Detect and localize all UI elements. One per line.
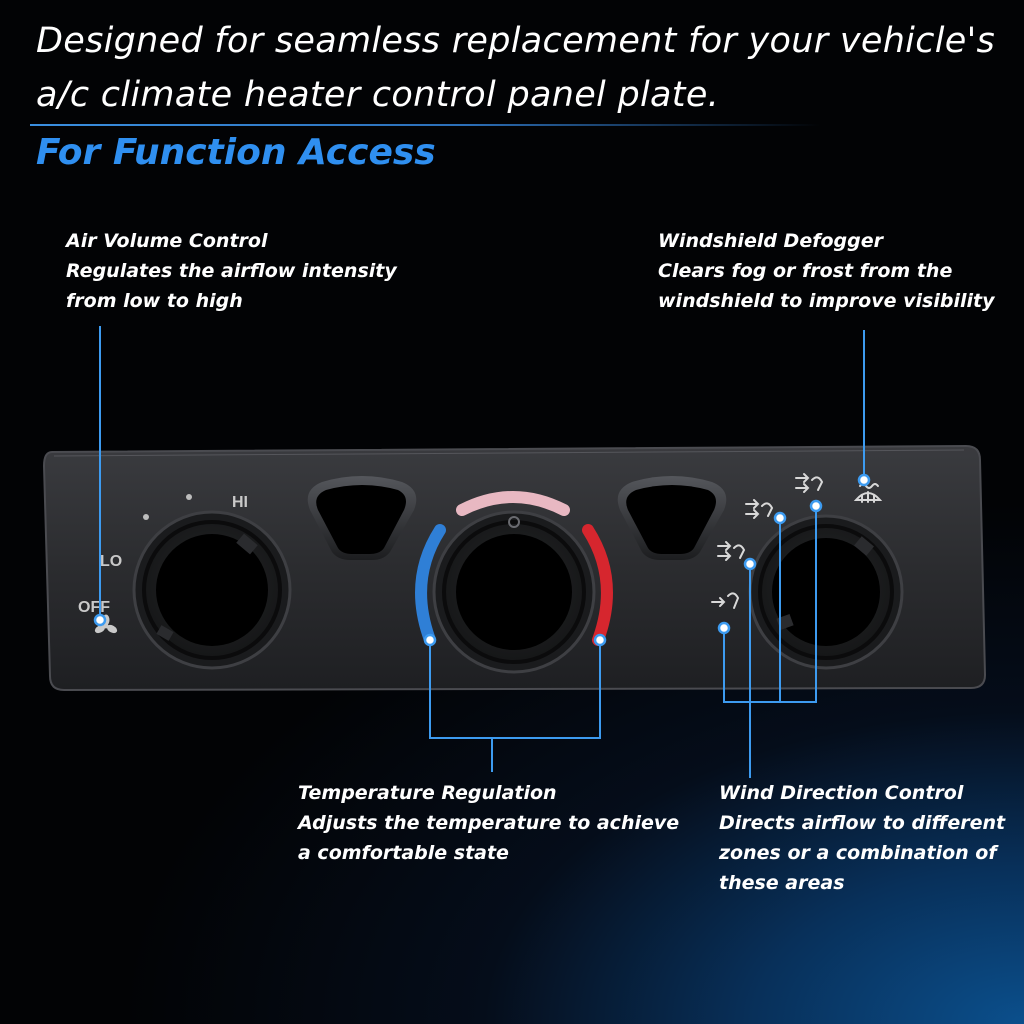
callout-temperature-title: Temperature Regulation: [298, 782, 557, 804]
title-divider: [30, 124, 820, 126]
callout-wind-direction-line-1: Directs airflow to different: [719, 812, 1006, 834]
fan-speed-dot-1: [143, 514, 149, 520]
right-vent-opening: [617, 476, 727, 560]
vent-floor-defrost-icon: [795, 473, 824, 493]
callout-defogger-line-1: Clears fog or frost from the: [658, 260, 953, 282]
temperature-hot-arc: [582, 524, 613, 646]
vent-face-icon: [717, 541, 746, 561]
callout-defogger-line-2: windshield to improve visibility: [658, 290, 995, 312]
callout-air-volume-title: Air Volume Control: [66, 230, 268, 252]
headline-line-2: a/c climate heater control panel plate.: [36, 75, 720, 115]
wind-direction-knob[interactable]: [748, 514, 904, 670]
vent-bi-level-icon: [745, 499, 774, 519]
fan-speed-dot-2: [186, 494, 192, 500]
temperature-knob[interactable]: [432, 510, 596, 674]
callout-wind-direction: Wind Direction Control Directs airflow t…: [719, 778, 1005, 898]
callout-air-volume-line-1: Regulates the airflow intensity: [66, 260, 397, 282]
vent-floor-icon: [711, 592, 740, 609]
callout-temperature-line-2: a comfortable state: [298, 842, 509, 864]
leader-dots: [93, 473, 871, 647]
section-title: For Function Access: [36, 132, 436, 173]
fan-hi-label: HI: [232, 494, 248, 511]
callout-temperature: Temperature Regulation Adjusts the tempe…: [298, 778, 679, 868]
headline: Designed for seamless replacement for yo…: [36, 14, 1006, 122]
callout-wind-direction-title: Wind Direction Control: [719, 782, 964, 804]
leader-lines: [99, 326, 865, 778]
callout-defogger: Windshield Defogger Clears fog or frost …: [658, 226, 994, 316]
temperature-cold-arc: [415, 524, 446, 646]
callout-air-volume: Air Volume Control Regulates the airflow…: [66, 226, 397, 316]
callout-temperature-line-1: Adjusts the temperature to achieve: [298, 812, 680, 834]
callout-defogger-title: Windshield Defogger: [658, 230, 883, 252]
callout-air-volume-line-2: from low to high: [66, 290, 243, 312]
fan-lo-label: LO: [100, 553, 122, 570]
left-vent-opening: [307, 476, 417, 560]
temperature-neutral-arc: [456, 491, 570, 516]
fan-off-label: OFF: [78, 599, 110, 616]
fan-speed-knob[interactable]: [132, 510, 292, 670]
headline-line-1: Designed for seamless replacement for yo…: [36, 21, 996, 61]
callout-wind-direction-line-2: zones or a combination of: [719, 842, 997, 864]
callout-wind-direction-line-3: these areas: [719, 872, 845, 894]
